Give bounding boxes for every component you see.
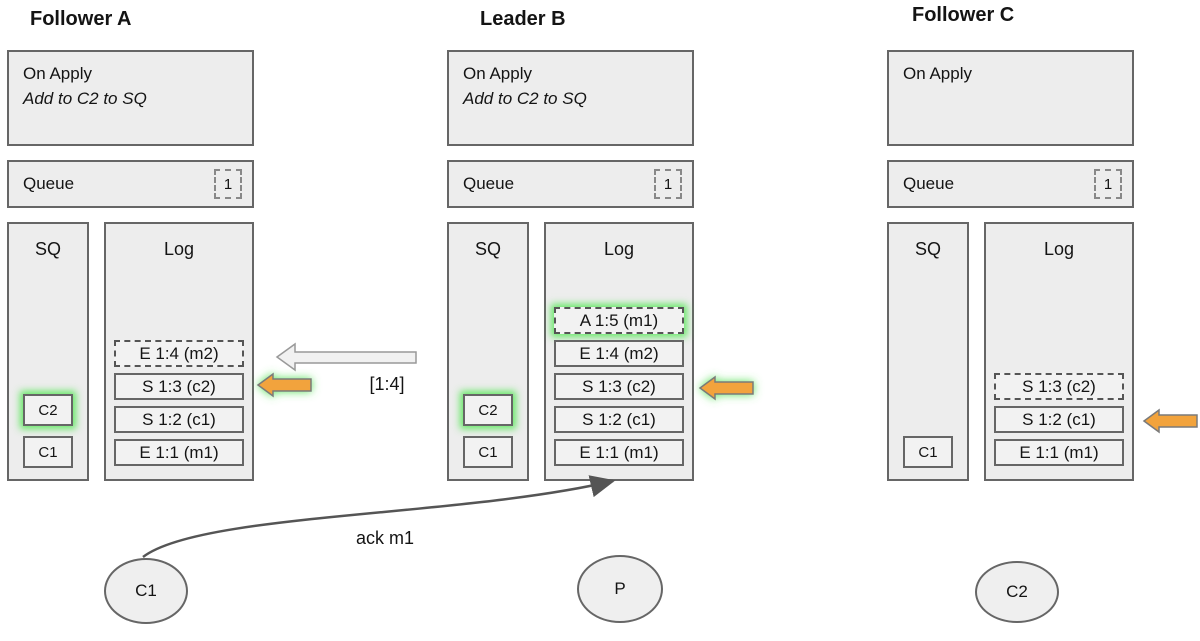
queue-count-box: 1 bbox=[1094, 169, 1122, 199]
log-label: Log bbox=[603, 239, 635, 259]
sq-label: SQ bbox=[474, 239, 501, 259]
apply-pointer-arrow-b bbox=[698, 375, 754, 401]
log-entry: E 1:1 (m1) bbox=[554, 439, 684, 466]
on-apply-box: On Apply Add to C2 to SQ bbox=[447, 50, 694, 146]
log-entries: E 1:4 (m2) S 1:3 (c2) S 1:2 (c1) E 1:1 (m1) bbox=[114, 340, 244, 466]
queue-box: Queue 1 bbox=[7, 160, 254, 208]
on-apply-detail: Add to C2 to SQ bbox=[23, 88, 147, 108]
sq-item: C1 bbox=[463, 436, 513, 468]
actor-c2: C2 bbox=[975, 561, 1059, 623]
sq-item: C1 bbox=[903, 436, 953, 468]
on-apply-title: On Apply bbox=[463, 64, 532, 83]
node-leader-b: Leader B On Apply Add to C2 to SQ Queue … bbox=[447, 0, 707, 641]
log-entry: S 1:3 (c2) bbox=[554, 373, 684, 400]
log-entry: S 1:2 (c1) bbox=[554, 406, 684, 433]
actor-p: P bbox=[577, 555, 663, 623]
log-entry: A 1:5 (m1) bbox=[554, 307, 684, 334]
replicate-arrow bbox=[275, 342, 417, 372]
actor-c1: C1 bbox=[104, 558, 188, 624]
queue-count-box: 1 bbox=[654, 169, 682, 199]
node-title: Leader B bbox=[480, 8, 566, 30]
log-entry: E 1:1 (m1) bbox=[994, 439, 1124, 466]
node-title: Follower C bbox=[912, 4, 1015, 26]
sq-item: C2 bbox=[23, 394, 73, 426]
on-apply-box: On Apply Add to C2 to SQ bbox=[7, 50, 254, 146]
log-entry: S 1:3 (c2) bbox=[994, 373, 1124, 400]
log-box: Log S 1:3 (c2) S 1:2 (c1) E 1:1 (m1) bbox=[984, 222, 1134, 481]
log-label: Log bbox=[1043, 239, 1075, 259]
log-entry: S 1:2 (c1) bbox=[994, 406, 1124, 433]
sq-item: C1 bbox=[23, 436, 73, 468]
ack-label: ack m1 bbox=[355, 528, 415, 548]
queue-label: Queue bbox=[463, 174, 515, 193]
log-entry: E 1:1 (m1) bbox=[114, 439, 244, 466]
on-apply-detail: Add to C2 to SQ bbox=[463, 88, 587, 108]
queue-label: Queue bbox=[903, 174, 955, 193]
log-entries: S 1:3 (c2) S 1:2 (c1) E 1:1 (m1) bbox=[994, 373, 1124, 466]
log-entry: S 1:2 (c1) bbox=[114, 406, 244, 433]
node-follower-a: Follower A On Apply Add to C2 to SQ Queu… bbox=[7, 0, 267, 641]
node-follower-c: Follower C On Apply Queue 1 SQ C1 Log S … bbox=[887, 0, 1147, 641]
queue-box: Queue 1 bbox=[887, 160, 1134, 208]
apply-pointer-arrow-c bbox=[1142, 408, 1198, 434]
queue-label: Queue bbox=[23, 174, 75, 193]
sq-box: SQ C1 bbox=[887, 222, 969, 481]
on-apply-title: On Apply bbox=[903, 64, 972, 83]
log-entry: E 1:4 (m2) bbox=[114, 340, 244, 367]
replicate-range-label: [1:4] bbox=[369, 374, 405, 394]
sq-item: C2 bbox=[463, 394, 513, 426]
queue-box: Queue 1 bbox=[447, 160, 694, 208]
log-entries: A 1:5 (m1) E 1:4 (m2) S 1:3 (c2) S 1:2 (c1)… bbox=[554, 307, 684, 466]
log-entry: S 1:3 (c2) bbox=[114, 373, 244, 400]
sq-label: SQ bbox=[34, 239, 61, 259]
log-box: Log A 1:5 (m1) E 1:4 (m2) S 1:3 (c2) S 1:2 … bbox=[544, 222, 694, 481]
on-apply-title: On Apply bbox=[23, 64, 92, 83]
log-label: Log bbox=[163, 239, 195, 259]
node-title: Follower A bbox=[30, 8, 132, 30]
log-box: Log E 1:4 (m2) S 1:3 (c2) S 1:2 (c1) E 1:1 … bbox=[104, 222, 254, 481]
sq-items: C1 bbox=[903, 436, 953, 468]
log-entry: E 1:4 (m2) bbox=[554, 340, 684, 367]
on-apply-box: On Apply bbox=[887, 50, 1134, 146]
queue-count-box: 1 bbox=[214, 169, 242, 199]
sq-label: SQ bbox=[914, 239, 941, 259]
